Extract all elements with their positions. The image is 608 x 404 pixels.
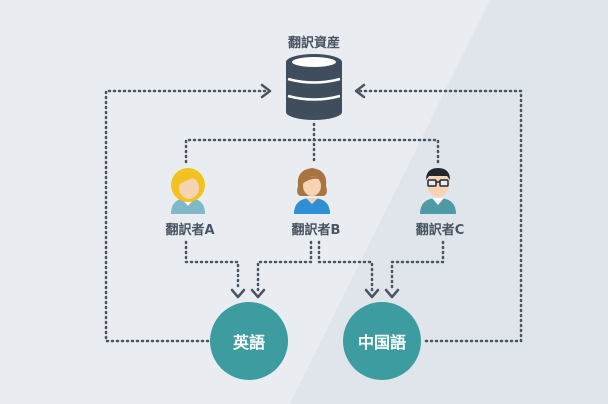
distribution-bar-line [184,138,440,164]
english-circle [210,302,288,380]
arrowhead-right-to-assets [354,83,366,99]
translator-c-to-chinese-line [390,240,445,292]
translator-b-to-english-line [256,240,313,292]
arrowhead-left-to-assets [260,83,272,99]
arrowheads [230,83,400,299]
english-label: 英語 [232,333,266,352]
arrowhead-c-chinese [384,288,400,299]
translator-b-to-chinese-line [317,240,374,292]
translation-assets-label: 翻訳資産 [287,36,341,51]
arrowhead-a-english [230,288,246,299]
translator-man-glasses-icon [420,168,456,214]
translator-c-label: 翻訳者C [415,223,465,238]
arrowhead-b-chinese [364,288,380,299]
arrowhead-b-english [250,288,266,299]
database-icon [286,54,342,120]
translator-woman-blonde-icon [171,168,205,214]
translator-woman-brown-hair-icon [294,168,330,214]
chinese-circle [343,302,421,380]
connector-lines [104,89,523,343]
translator-b-label: 翻訳者B [291,223,341,238]
english-to-assets-line [104,89,270,343]
translator-a-label: 翻訳者A [165,223,215,238]
chinese-label: 中国語 [357,333,407,352]
translator-a-to-english-line [184,240,240,292]
chinese-to-assets-line [356,89,523,343]
